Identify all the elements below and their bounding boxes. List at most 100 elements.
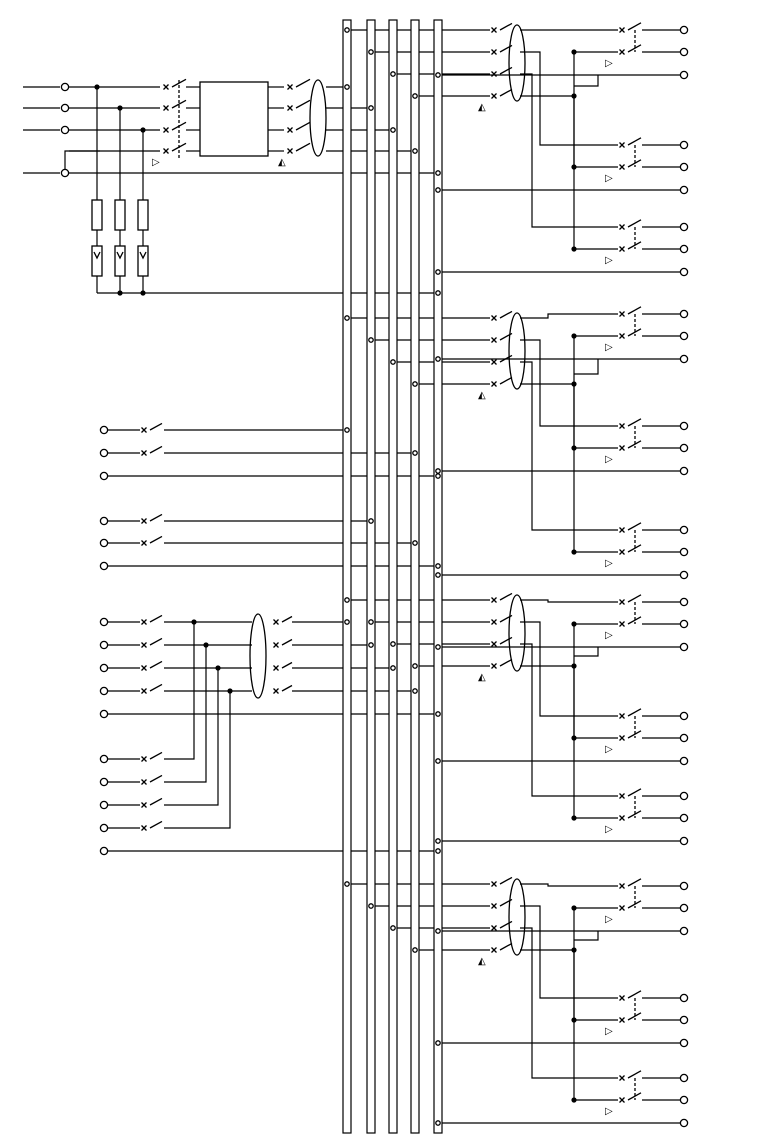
- breaker-blade: [499, 942, 513, 951]
- terminal: [679, 267, 689, 277]
- breaker-contact: [619, 549, 625, 555]
- terminal: [679, 711, 689, 721]
- breaker-contact: [619, 713, 625, 719]
- bus-tap: [412, 540, 418, 546]
- trip-icon: ▷: [152, 157, 160, 168]
- terminal: [679, 1073, 689, 1083]
- breaker-blade: [627, 306, 642, 315]
- junction-dot: [571, 905, 577, 911]
- busbar-l1: [342, 19, 352, 1134]
- terminal: [99, 538, 109, 548]
- bus-tap: [368, 642, 374, 648]
- bus-tap: [368, 49, 374, 55]
- fuse: [137, 199, 149, 231]
- arrester-mark: [139, 251, 147, 260]
- junction-dot: [571, 815, 577, 821]
- bus-tap: [435, 269, 441, 275]
- terminal: [679, 733, 689, 743]
- terminal: [99, 640, 109, 650]
- terminal: [99, 709, 109, 719]
- breaker-contact: [619, 333, 625, 339]
- junction-dot: [571, 93, 577, 99]
- breaker-contact: [619, 1075, 625, 1081]
- breaker-blade: [499, 592, 513, 601]
- junction-dot: [140, 290, 146, 296]
- rcd-icon: ◭: [478, 390, 486, 401]
- breaker-blade: [627, 241, 642, 250]
- breaker-blade: [627, 1070, 642, 1079]
- terminal: [679, 1095, 689, 1105]
- trip-icon: ▷: [605, 342, 613, 353]
- breaker-blade: [149, 751, 163, 760]
- breaker-contact: [491, 49, 497, 55]
- terminal: [679, 70, 689, 80]
- terminal: [99, 561, 109, 571]
- breaker-blade: [149, 513, 163, 522]
- breaker-blade: [295, 99, 311, 109]
- bus-tap: [390, 127, 396, 133]
- breaker-contact: [619, 224, 625, 230]
- terminal: [679, 1015, 689, 1025]
- breaker-blade: [627, 522, 642, 531]
- junction-dot: [571, 445, 577, 451]
- terminal: [99, 823, 109, 833]
- junction-dot: [94, 84, 100, 90]
- breaker-contact: [491, 71, 497, 77]
- meter-box: [199, 81, 269, 157]
- breaker-blade: [171, 99, 187, 109]
- bus-tap: [435, 1120, 441, 1126]
- terminal: [679, 570, 689, 580]
- trip-icon: ▷: [605, 558, 613, 569]
- phase-feed: [520, 361, 618, 531]
- breaker-contact: [141, 518, 147, 524]
- terminal: [679, 25, 689, 35]
- terminal: [679, 331, 689, 341]
- rcd-ring: [508, 312, 526, 390]
- breaker-blade: [149, 422, 163, 431]
- qf23-feed: [164, 645, 207, 783]
- breaker-contact: [619, 423, 625, 429]
- trip-icon: ▷: [605, 824, 613, 835]
- phase-feed: [520, 883, 618, 887]
- junction-dot: [215, 665, 221, 671]
- terminal: [99, 777, 109, 787]
- terminal: [99, 516, 109, 526]
- breaker-contact: [273, 665, 279, 671]
- junctions: [60, 25, 689, 1128]
- terminal: [99, 800, 109, 810]
- junction-dot: [571, 1097, 577, 1103]
- breaker-blade: [171, 78, 187, 88]
- qf23-feed: [164, 691, 231, 829]
- arrester-mark: [93, 251, 101, 260]
- trip-icon: ▷: [605, 1106, 613, 1117]
- terminal: [679, 619, 689, 629]
- terminal: [679, 47, 689, 57]
- junction-dot: [571, 947, 577, 953]
- trip-icon: ▷: [605, 744, 613, 755]
- junction-dot: [571, 49, 577, 55]
- breaker-contact: [619, 905, 625, 911]
- terminal: [679, 756, 689, 766]
- breaker-contact: [619, 49, 625, 55]
- breaker-blade: [499, 22, 513, 31]
- junction-dot: [227, 688, 233, 694]
- rcd-ring: [508, 594, 526, 672]
- junction-dot: [203, 642, 209, 648]
- breaker-blade: [295, 121, 311, 131]
- breaker-contact: [491, 27, 497, 33]
- breaker-contact: [273, 642, 279, 648]
- terminal: [679, 813, 689, 823]
- terminal: [679, 185, 689, 195]
- breaker-blade: [499, 920, 513, 929]
- breaker-contact: [141, 619, 147, 625]
- bus-tap: [435, 468, 441, 474]
- pe-jumper: [574, 931, 599, 941]
- trip-icon: ▷: [605, 173, 613, 184]
- terminal: [60, 82, 70, 92]
- terminal: [679, 881, 689, 891]
- pe-jumper: [574, 75, 599, 87]
- bus-tap: [435, 838, 441, 844]
- breaker-contact: [619, 1097, 625, 1103]
- junction-dot: [571, 381, 577, 387]
- breaker-contact: [491, 903, 497, 909]
